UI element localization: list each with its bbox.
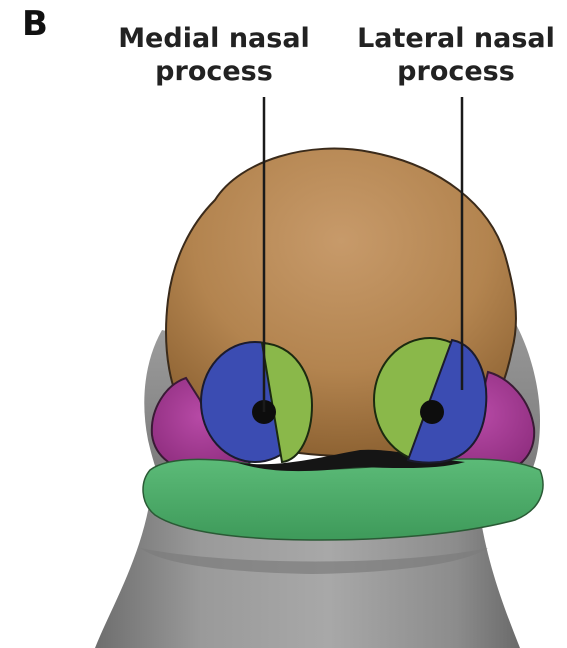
right-nasal-pit: [420, 400, 444, 424]
mandibular-process: [143, 459, 543, 540]
left-nasal-placode: [201, 342, 312, 462]
right-nasal-placode: [374, 338, 486, 463]
